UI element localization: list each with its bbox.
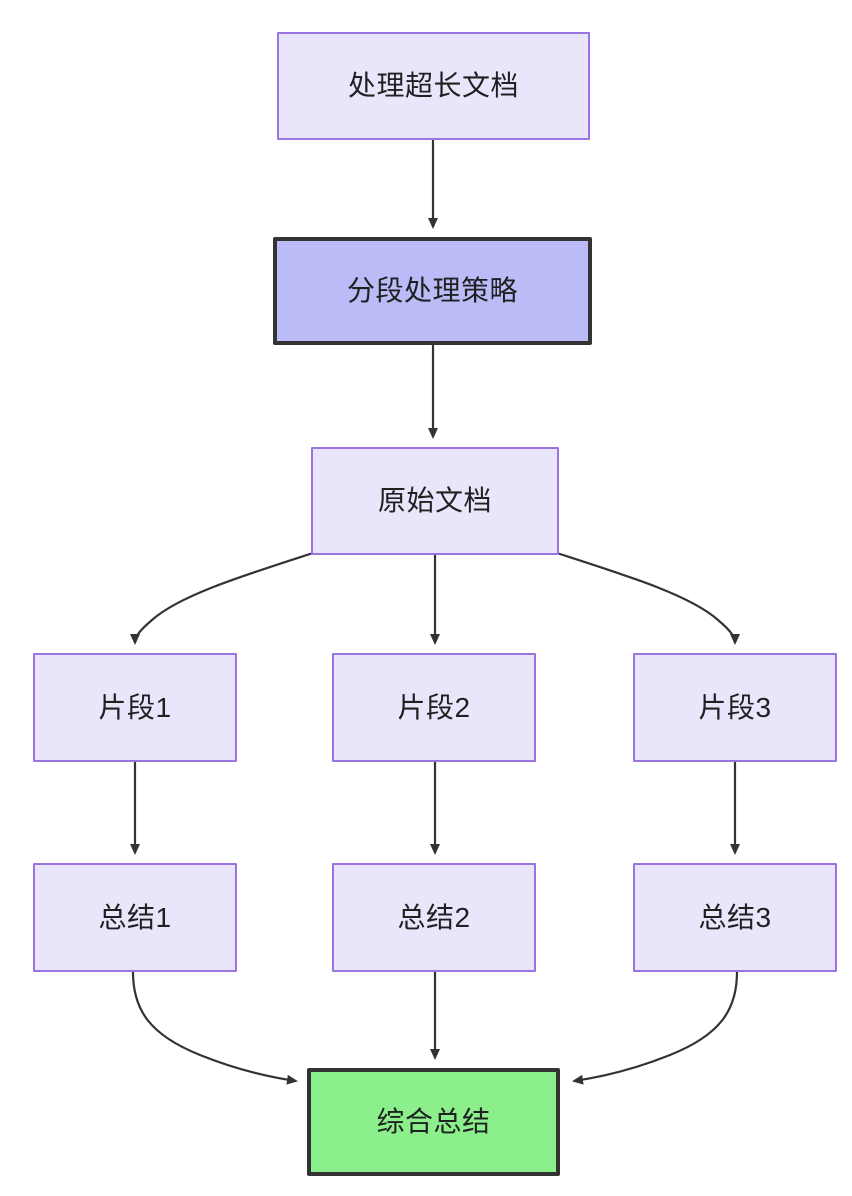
node-label: 总结3 (698, 901, 772, 933)
node-source-document[interactable]: 原始文档 (311, 447, 559, 555)
node-label: 片段2 (397, 691, 471, 723)
node-summary-2[interactable]: 总结2 (332, 863, 536, 972)
node-chunk-3[interactable]: 片段3 (633, 653, 837, 762)
node-chunking-strategy[interactable]: 分段处理策略 (273, 237, 592, 345)
node-label: 原始文档 (377, 485, 492, 517)
node-label: 分段处理策略 (346, 275, 518, 307)
node-chunk-1[interactable]: 片段1 (33, 653, 237, 762)
node-label: 片段1 (98, 691, 172, 723)
node-summary-3[interactable]: 总结3 (633, 863, 837, 972)
node-label: 处理超长文档 (347, 70, 519, 102)
node-label: 综合总结 (376, 1106, 491, 1138)
edge-summary1-to-final (131, 971, 298, 1085)
edge-source-to-chunk1 (130, 551, 314, 645)
node-label: 总结2 (397, 901, 471, 933)
node-chunk-2[interactable]: 片段2 (332, 653, 536, 762)
node-label: 总结1 (98, 901, 172, 933)
node-label: 片段3 (698, 691, 772, 723)
node-process-long-document[interactable]: 处理超长文档 (277, 32, 590, 140)
edge-summary3-to-final (572, 971, 739, 1085)
node-summary-1[interactable]: 总结1 (33, 863, 237, 972)
node-comprehensive-summary[interactable]: 综合总结 (307, 1068, 560, 1176)
edge-source-to-chunk3 (556, 551, 740, 645)
